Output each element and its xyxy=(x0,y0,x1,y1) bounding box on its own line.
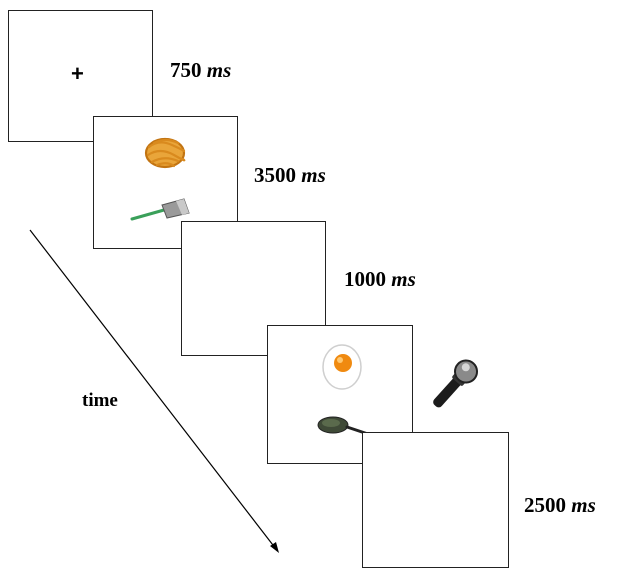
blank-screen-2 xyxy=(362,432,509,568)
fixation-cross: + xyxy=(71,61,84,86)
pasta-icon xyxy=(144,137,186,169)
duration-label-prime: 3500 ms xyxy=(254,163,326,187)
fried-egg-icon xyxy=(322,344,362,390)
time-label: time xyxy=(82,390,118,411)
duration-label-blank-2: 2500 ms xyxy=(524,493,596,517)
spatula-icon xyxy=(130,198,190,221)
duration-label-blank-1: 1000 ms xyxy=(344,267,416,291)
duration-label-fixation: 750 ms xyxy=(170,58,232,82)
